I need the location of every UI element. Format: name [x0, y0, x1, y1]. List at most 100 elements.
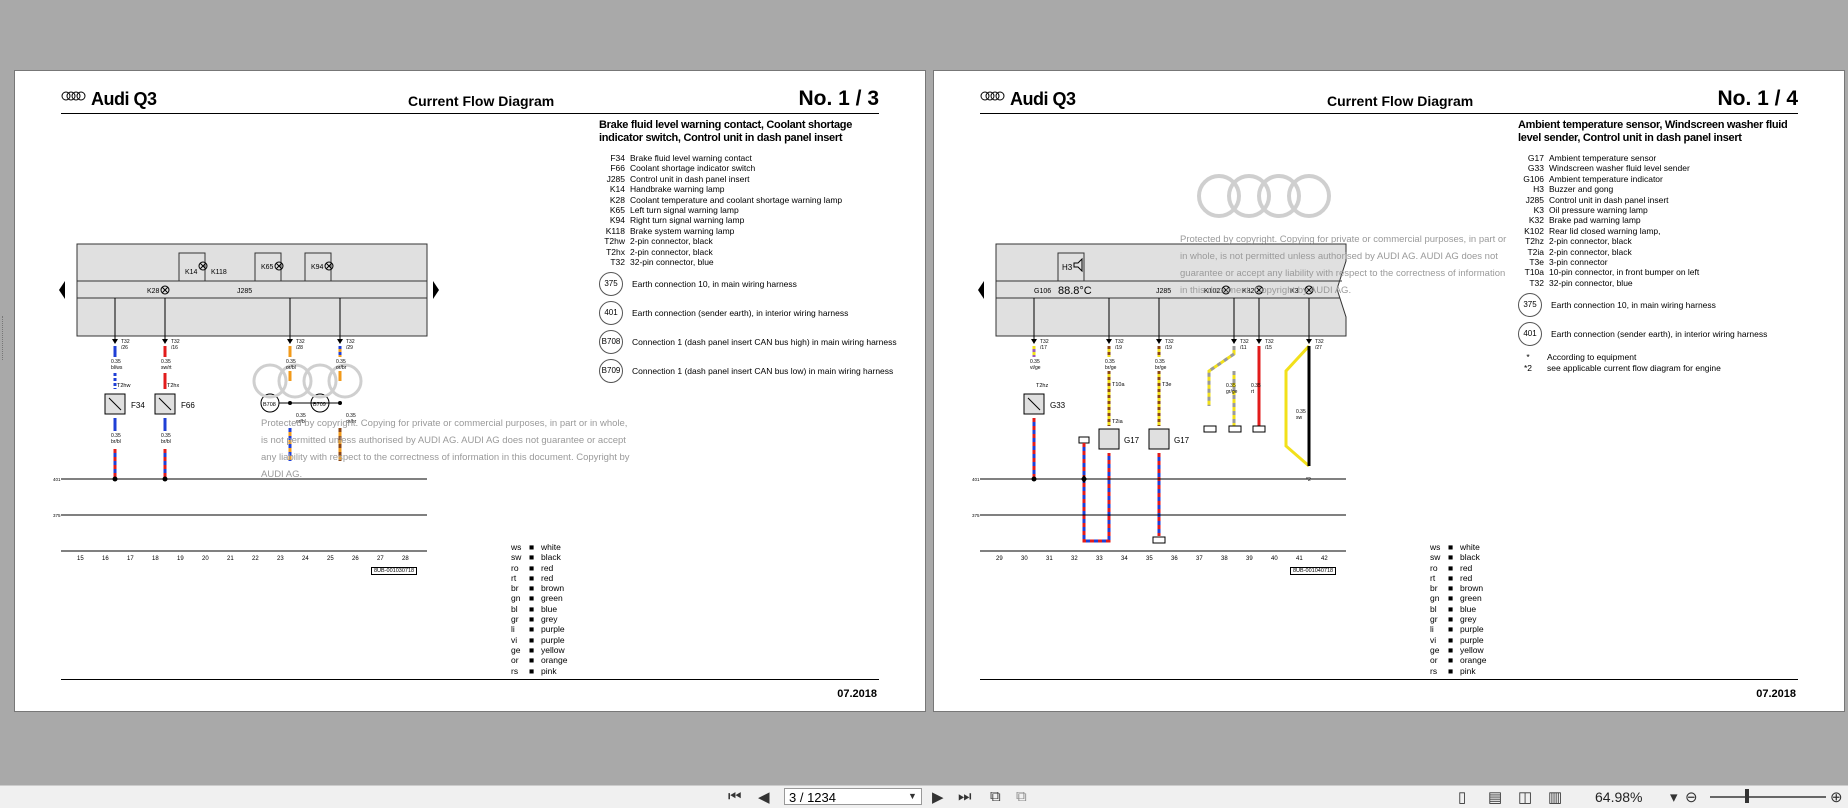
page-model-title: Audi Q3: [91, 89, 157, 109]
last-page-icon[interactable]: ⏭: [958, 788, 972, 805]
colour-name: green: [1460, 593, 1482, 604]
note-row: *According to equipment: [1518, 352, 1818, 362]
component-code: G33: [1527, 163, 1544, 174]
label-g17-a: G17: [1124, 436, 1140, 445]
column-number: 40: [1271, 556, 1278, 562]
zoom-out-icon[interactable]: ⊖: [1685, 789, 1698, 806]
colour-name: black: [1460, 552, 1480, 563]
label-f34: F34: [131, 401, 145, 410]
header-rule: [980, 113, 1798, 114]
column-number: 15: [77, 556, 84, 562]
column-number: 17: [127, 556, 134, 562]
column-number: 36: [1171, 556, 1178, 562]
component-code: G17: [1527, 153, 1544, 163]
colour-code-row: vi■purple: [511, 635, 567, 645]
colour-abbr: ge: [511, 644, 521, 655]
fit-page-icon[interactable]: ⧉: [990, 788, 1001, 805]
component-text: Windscreen washer fluid level sender: [1549, 163, 1690, 174]
bullet-icon: ■: [1448, 634, 1454, 645]
single-page-icon[interactable]: ▯: [1458, 789, 1467, 806]
earth-text: Earth connection (sender earth), in inte…: [1551, 329, 1768, 340]
fit-width-icon[interactable]: ⧉: [1016, 788, 1027, 805]
colour-code-row: gr■grey: [511, 614, 567, 624]
label-t10a: T10a: [1112, 382, 1125, 388]
audi-rings-logo: [980, 91, 1005, 101]
colour-name: brown: [541, 583, 565, 594]
component-code: F34: [610, 153, 625, 163]
earth-text: Connection 1 (dash panel insert CAN bus …: [632, 337, 897, 348]
wire-label-2: T32/16: [171, 339, 180, 351]
zoom-slider-handle[interactable]: [1745, 789, 1749, 803]
side-panel-handle[interactable]: [2, 316, 7, 360]
page-dropdown-icon[interactable]: ▼: [908, 791, 917, 801]
footer-rule: [61, 679, 879, 680]
zoom-slider[interactable]: [1710, 796, 1826, 798]
continuous-icon[interactable]: ▤: [1488, 789, 1503, 806]
component-text: Brake pad warning lamp: [1549, 215, 1641, 226]
column-number: 32: [1071, 556, 1078, 562]
colour-abbr: br: [511, 583, 519, 594]
column-number: 19: [177, 556, 184, 562]
earth-text: Earth connection 10, in main wiring harn…: [632, 279, 797, 290]
column-number: 18: [152, 556, 159, 562]
page-model-title: Audi Q3: [1010, 89, 1076, 109]
earth-line-401: 401: [972, 477, 980, 482]
colour-code-row: vi■purple: [1430, 635, 1486, 645]
header-rule: [61, 113, 879, 114]
colour-abbr: ws: [511, 542, 522, 552]
label-k65: K65: [261, 264, 274, 271]
colour-code-row: ro■red: [1430, 563, 1486, 573]
bullet-icon: ■: [1448, 583, 1454, 594]
next-page-icon[interactable]: ▶: [932, 789, 944, 806]
component-text: 32-pin connector, blue: [630, 257, 714, 268]
page-number-input[interactable]: 3 / 1234: [784, 788, 922, 805]
footer-rule: [980, 679, 1798, 680]
first-page-icon[interactable]: ⏮: [728, 788, 742, 805]
earth-code-circle: B708: [599, 330, 623, 355]
note-text: see applicable current flow diagram for …: [1547, 362, 1721, 373]
component-text: Right turn signal warning lamp: [630, 215, 745, 226]
colour-name: grey: [541, 614, 558, 625]
colour-abbr: bl: [511, 603, 518, 614]
page-number: No. 1 / 3: [798, 87, 879, 110]
lower-wire-4: 0.35 or/br: [346, 413, 357, 425]
colour-abbr: ro: [511, 562, 519, 573]
bullet-icon: ■: [1448, 644, 1454, 655]
zoom-dropdown-icon[interactable]: ▾: [1670, 789, 1678, 806]
bullet-icon: ■: [529, 542, 535, 552]
component-code: G106: [1523, 173, 1544, 184]
bullet-icon: ■: [1448, 562, 1454, 573]
two-page-continuous-icon[interactable]: ▥: [1548, 789, 1563, 806]
column-number: 41: [1296, 556, 1303, 562]
label-k102: K102: [1204, 288, 1220, 295]
colour-code-row: sw■black: [1430, 552, 1486, 562]
component-code: T32: [610, 257, 625, 268]
audi-rings-logo: [61, 91, 86, 101]
colour-code-row: or■orange: [1430, 655, 1486, 665]
zoom-in-icon[interactable]: ⊕: [1830, 789, 1843, 806]
two-page-icon[interactable]: ◫: [1518, 789, 1533, 806]
bullet-icon: ■: [1448, 542, 1454, 552]
page-date: 07.2018: [837, 688, 877, 700]
colour-abbr: rt: [1430, 572, 1436, 583]
label-j285: J285: [1156, 288, 1171, 295]
document-page-left: Audi Q3 Current Flow Diagram No. 1 / 3 B…: [14, 70, 926, 712]
colour-abbr: vi: [1430, 634, 1437, 645]
colour-name: red: [1460, 562, 1473, 573]
bullet-icon: ■: [1448, 655, 1454, 666]
colour-name: yellow: [541, 644, 565, 655]
column-number: 42: [1321, 556, 1328, 562]
colour-code-row: li■purple: [1430, 624, 1486, 634]
column-number: 23: [277, 556, 284, 562]
prev-page-icon[interactable]: ◀: [758, 789, 770, 806]
colour-name: purple: [541, 634, 565, 645]
